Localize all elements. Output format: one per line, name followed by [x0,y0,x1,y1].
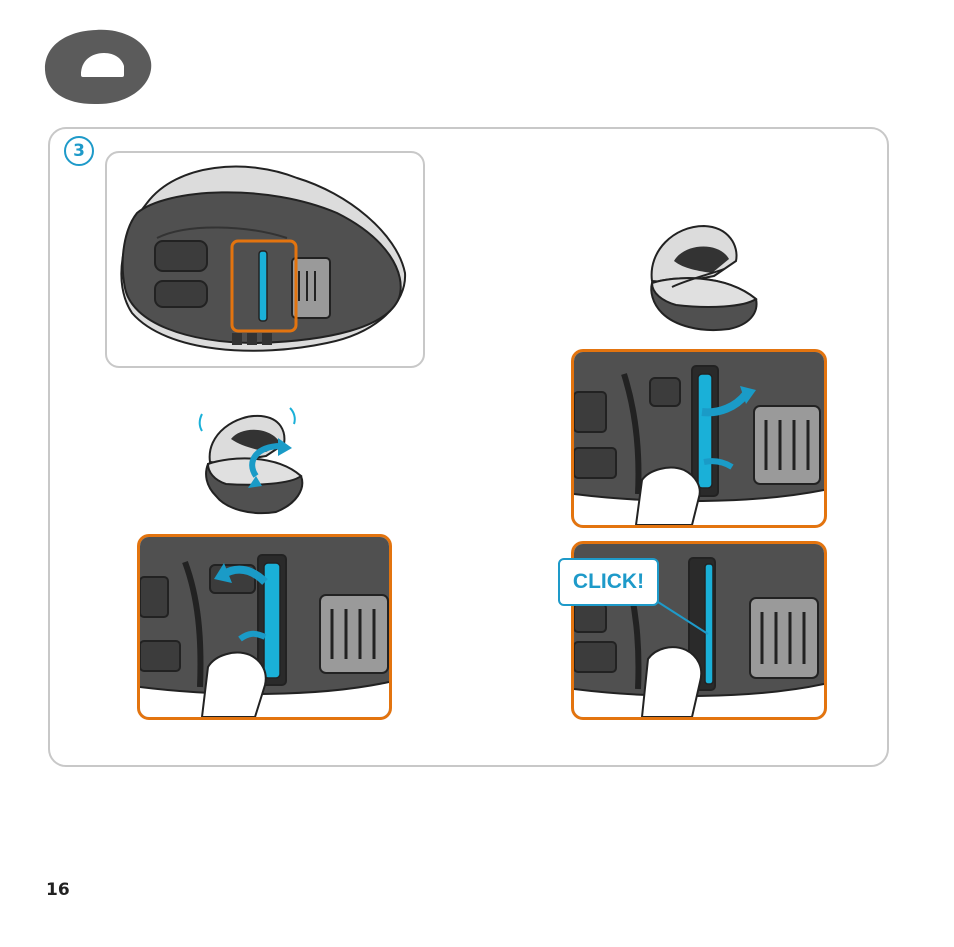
click-callout: CLICK! [558,558,659,606]
carrycot-small-illustration [644,221,764,333]
page-number: 16 [46,880,70,900]
latch-release-detail-panel [571,349,827,528]
latch-pull-detail-panel [137,534,392,720]
carrycot-underside-illustration [107,153,423,366]
step-number: 3 [64,136,94,166]
section-badge [44,28,152,106]
carrycot-symbol-icon [44,28,152,106]
carrycot-rotate-illustration [196,404,318,519]
overview-panel [105,151,425,368]
